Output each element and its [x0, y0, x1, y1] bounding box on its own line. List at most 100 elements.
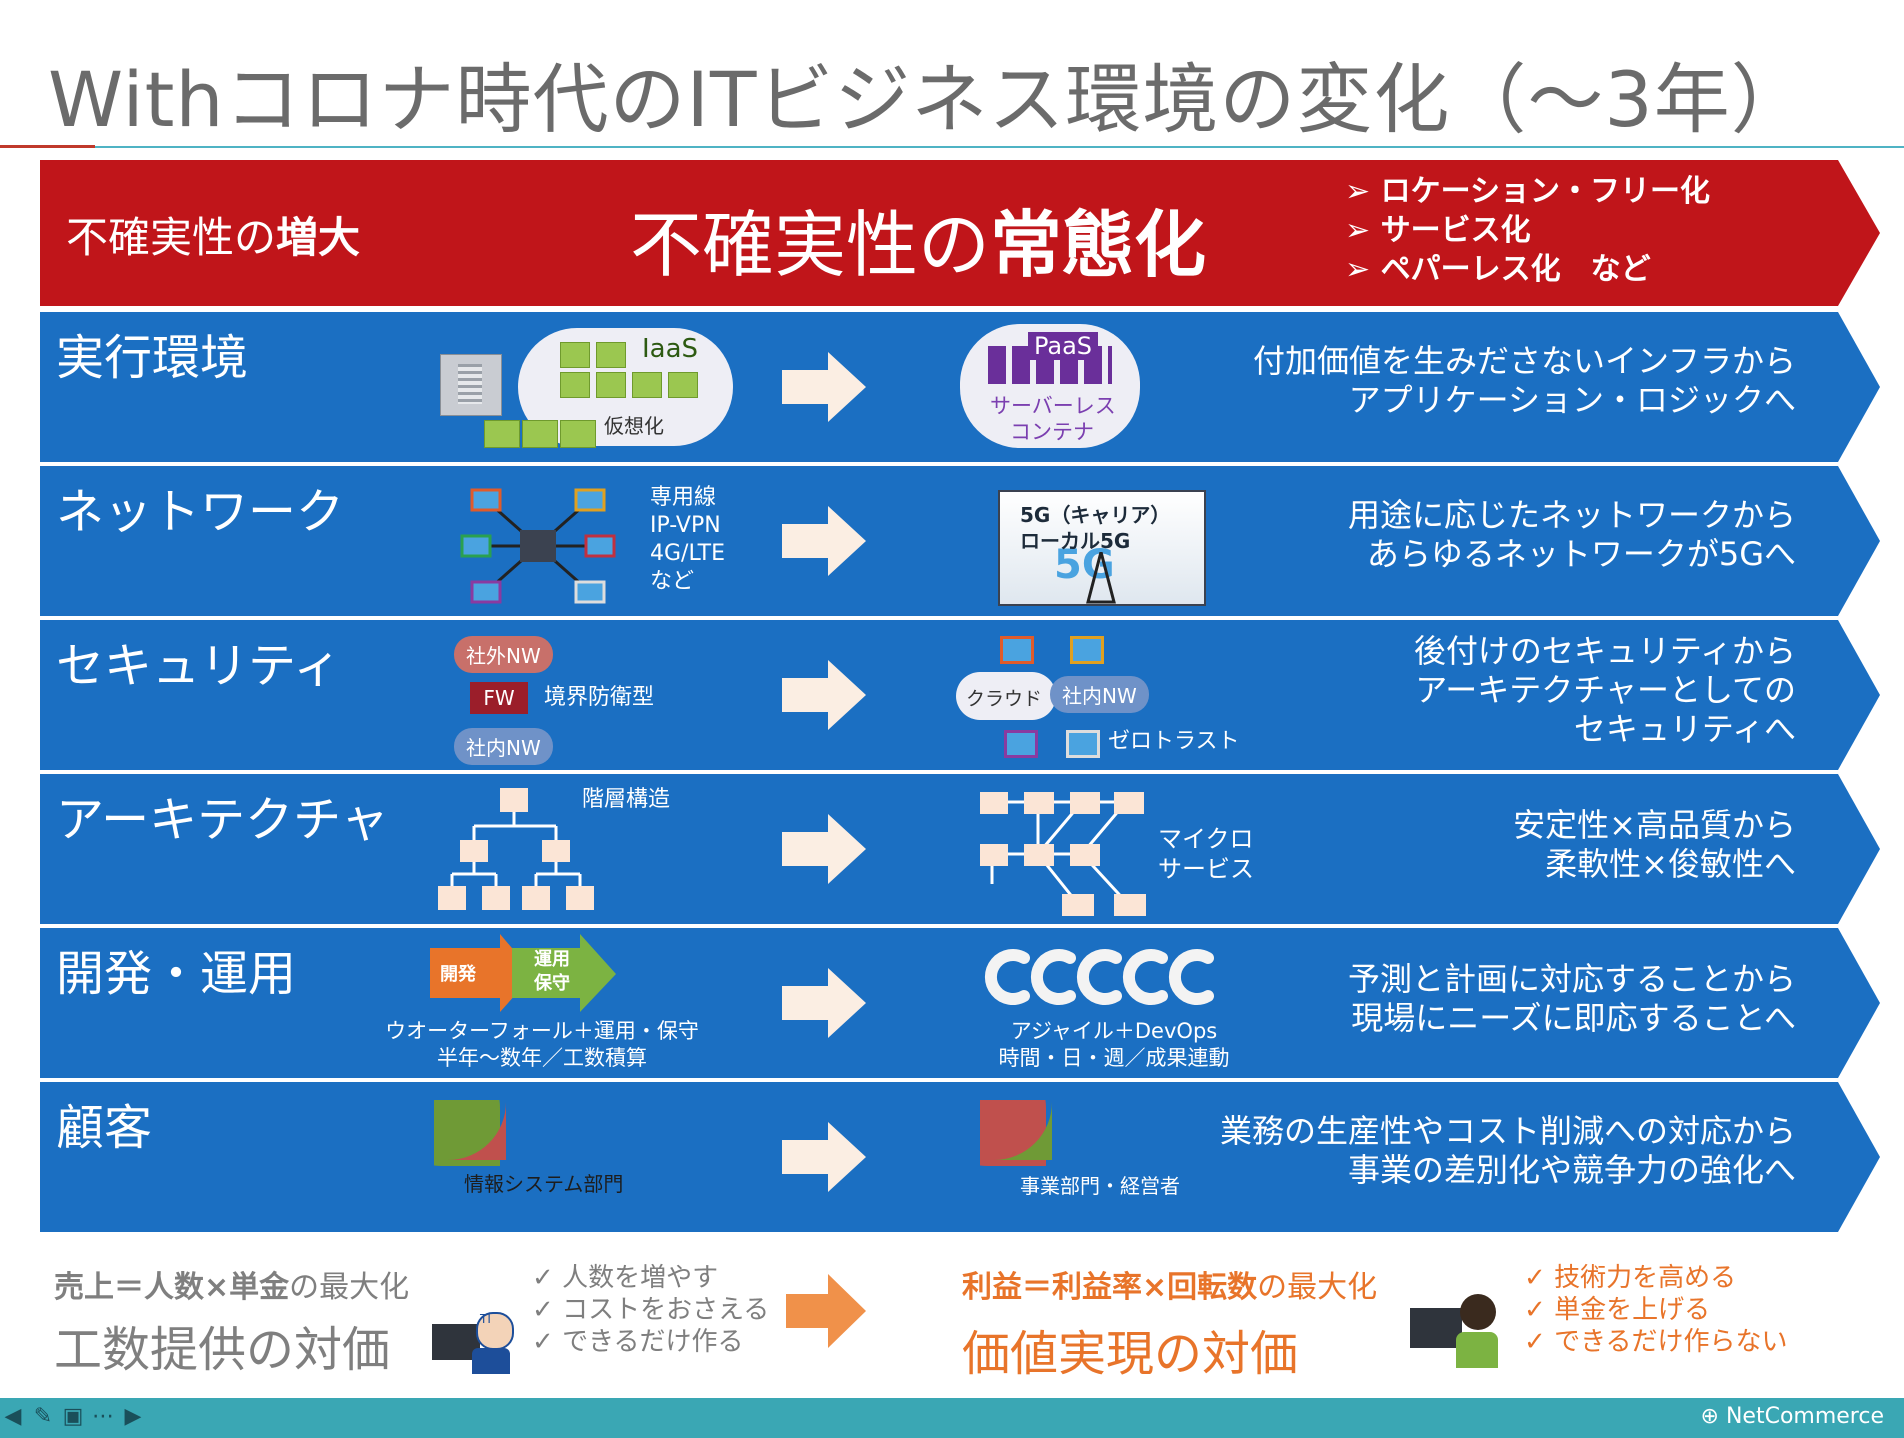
header-center-bold: 常態化: [990, 203, 1207, 287]
next-slide-icon[interactable]: ▶: [124, 1404, 142, 1429]
title-underline-accent: [0, 145, 95, 148]
vm-block-icon: [560, 420, 596, 448]
check-icon: ✓: [1524, 1263, 1555, 1293]
transition-arrow-icon: [782, 814, 866, 884]
internal-network-pill: 社内NW: [454, 728, 553, 765]
network-topology-icon: [460, 488, 616, 604]
header-bullet: ➢ サービス化: [1345, 213, 1531, 248]
server-slots-icon: [458, 364, 482, 404]
container-label: コンテナ: [1010, 420, 1094, 444]
dev-label: 開発: [440, 964, 476, 985]
left-checklist: ✓ 人数を増やす ✓ コストをおさえる ✓ できるだけ作る: [532, 1262, 769, 1358]
microservices-label: マイクロサービス: [1158, 825, 1254, 883]
person-body-icon: [1456, 1332, 1498, 1368]
firewall-icon: FW: [470, 682, 528, 714]
check-item: ✓ 技術力を高める: [1524, 1263, 1737, 1293]
transition-arrow-icon: [782, 506, 866, 576]
hierarchy-icon: [438, 788, 594, 910]
cloud-icon: [956, 672, 1056, 720]
row-label: 実行環境: [56, 330, 249, 386]
row-label: 開発・運用: [56, 946, 297, 1002]
logo-mark-icon: ⊕: [1700, 1404, 1726, 1429]
laptop-icon: [1066, 730, 1100, 758]
arrow-bullet-icon: ➢: [1345, 213, 1381, 248]
pc-icon: [1004, 730, 1038, 758]
transition-arrow-icon: [782, 1122, 866, 1192]
paas-label: PaaS: [1028, 332, 1099, 360]
engineer-avatar: TI: [432, 1312, 514, 1374]
transition-arrow-icon: [782, 968, 866, 1038]
agile-cycles-icon: [984, 949, 1214, 1005]
person-body-icon: [472, 1348, 510, 1374]
check-icon: ✓: [532, 1327, 563, 1357]
customer-pie-before: [434, 1100, 506, 1166]
internal-network-pill: 社内NW: [1050, 676, 1149, 713]
vm-block-icon: [522, 420, 558, 448]
cell-tower-icon: [1086, 552, 1116, 604]
pc-icon: [1000, 636, 1034, 664]
pie-after-label: 事業部門・経営者: [1020, 1174, 1180, 1198]
perimeter-defense-label: 境界防衛型: [544, 685, 655, 710]
right-formula-bold: 利益＝利益率×回転数: [962, 1270, 1258, 1305]
right-title: 価値実現の対価: [962, 1326, 1299, 1382]
hierarchy-label: 階層構造: [582, 787, 671, 812]
row-dev-ops: 開発・運用 開発 運用保守 ウオーターフォール＋運用・保守半年〜数年／工数積算 …: [40, 928, 1880, 1078]
row-architecture: アーキテクチャ 階層構造 マイクロサービス 安定性×高品質から柔軟性×俊敏性へ: [40, 774, 1880, 924]
transition-arrow-icon: [782, 660, 866, 730]
left-formula-bold: 売上＝人数×単金: [54, 1270, 290, 1305]
check-icon: ✓: [1524, 1295, 1555, 1325]
pen-icon[interactable]: ✎: [33, 1404, 53, 1429]
header-band-shape: [40, 160, 1880, 306]
pie-slice-minor: [994, 1102, 1052, 1160]
waterfall-caption: ウオーターフォール＋運用・保守半年〜数年／工数積算: [385, 1019, 699, 1070]
header-bullet: ➢ ペパーレス化 など: [1345, 252, 1651, 287]
check-icon: ✓: [532, 1295, 563, 1325]
person-icon: [476, 1312, 514, 1350]
title-underline: [95, 146, 1904, 148]
row-label: セキュリティ: [56, 638, 342, 694]
left-title: 工数提供の対価: [54, 1322, 391, 1378]
5g-card: [998, 490, 1206, 606]
zero-trust-label: ゼロトラスト: [1108, 729, 1240, 754]
customer-pie-after: [980, 1100, 1052, 1166]
row-security: セキュリティ 社外NW FW 境界防衛型 社内NW クラウド 社内NW ゼロトラ…: [40, 620, 1880, 770]
header-bullet: ➢ ロケーション・フリー化: [1345, 174, 1710, 209]
row-description: 安定性×高品質から柔軟性×俊敏性へ: [1513, 806, 1796, 883]
waterfall-arrows-icon: [430, 934, 616, 1012]
pie-slice-minor: [448, 1102, 506, 1160]
row-description: 後付けのセキュリティからアーキテクチャーとしてのセキュリティへ: [1413, 632, 1796, 748]
laptop-icon: [1070, 636, 1104, 664]
check-item: ✓ できるだけ作らない: [1524, 1327, 1788, 1357]
avatar-badge: TI: [480, 1312, 491, 1326]
ops-label: 運用保守: [534, 949, 570, 994]
check-item: ✓ できるだけ作る: [532, 1327, 744, 1357]
page-title: Withコロナ時代のITビジネス環境の変化（〜3年）: [48, 55, 1808, 144]
left-formula-tail: の最大化: [289, 1270, 410, 1305]
row-description: 予測と計画に対応することから現場にニーズに即応することへ: [1347, 960, 1796, 1037]
person-icon: [1460, 1294, 1496, 1330]
right-checklist: ✓ 技術力を高める ✓ 単金を上げる ✓ できるだけ作らない: [1524, 1262, 1788, 1358]
more-options-icon[interactable]: ⋯: [92, 1404, 114, 1429]
left-formula: 売上＝人数×単金の最大化: [54, 1262, 409, 1306]
row-label: 顧客: [56, 1100, 153, 1156]
header-band: 不確実性の増大 不確実性の常態化 ➢ ロケーション・フリー化 ➢ サービス化 ➢…: [40, 160, 1880, 306]
developer-avatar: [1410, 1294, 1500, 1370]
header-left-label: 不確実性の増大: [66, 204, 360, 265]
cloud-label: クラウド: [966, 688, 1043, 710]
header-center-label: 不確実性の常態化: [630, 186, 1206, 291]
virtualization-label: 仮想化: [604, 414, 664, 438]
microservices-icon: [980, 792, 1146, 916]
previous-slide-icon[interactable]: ◀: [4, 1404, 22, 1429]
check-icon: ✓: [532, 1263, 563, 1293]
vm-block-icon: [596, 372, 626, 398]
slide-view-icon[interactable]: ▣: [62, 1404, 84, 1429]
arrow-bullet-icon: ➢: [1345, 252, 1381, 287]
monitor-icon: [1410, 1308, 1462, 1348]
5g-card-text: 5G（キャリア）ローカル5G: [1020, 503, 1171, 553]
transition-arrow-icon: [786, 1274, 866, 1348]
row-runtime: 実行環境 IaaS 仮想化 PaaS サーバーレス コンテナ 付加価値を生みださ…: [40, 312, 1880, 462]
vm-block-icon: [560, 372, 590, 398]
